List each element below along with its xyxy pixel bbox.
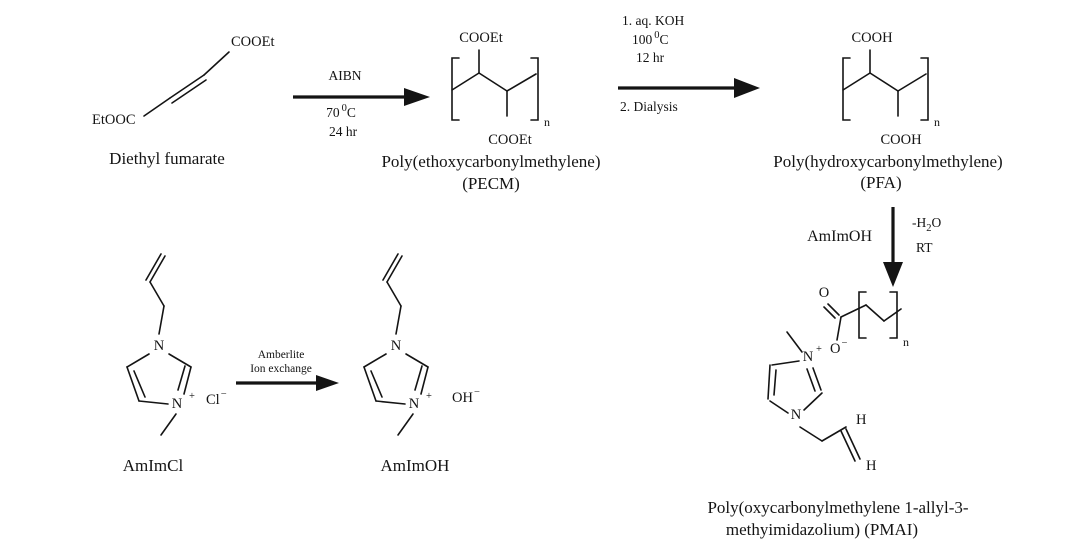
n1-atom: N [791,407,802,423]
n1-atom: N [154,338,165,354]
condition-time: 24 hr [329,124,358,139]
bonds [451,49,539,121]
cooh-bottom-label: COOH [880,132,922,148]
cooet-label: COOEt [231,34,275,50]
molecule-name: Poly(ethoxycarbonylmethylene) [381,152,600,171]
molecule-name: Diethyl fumarate [109,149,225,168]
molecule-name-line2: methyimidazolium) (PMAI) [726,520,918,539]
pmai-structure: O O− N + N H H n Poly(oxycarbonylmethyle… [707,285,968,539]
n3-atom: N [409,396,420,412]
arrow-head-icon [316,375,339,391]
vinyl-h-atom: H [856,412,867,428]
condition-line1: Amberlite [258,349,305,361]
molecule-name: Poly(hydroxycarbonylmethylene) [773,152,1002,171]
carboxylate-o-atom: O− [830,338,847,357]
condition-initiator: AIBN [329,68,362,83]
n3-atom: N [803,349,814,365]
arrow-head-icon [734,78,760,98]
terminal-h-atom: H [866,458,877,474]
bonds [842,49,929,121]
molecule-name-line1: Poly(oxycarbonylmethylene 1-allyl-3- [707,498,968,517]
arrow-head-icon [883,262,903,287]
repeat-subscript: n [903,335,909,349]
plus-charge: + [816,344,822,355]
plus-charge: + [426,391,432,402]
cooet-top-label: COOEt [459,30,503,46]
arrow-ion-exchange: Amberlite Ion exchange [236,349,339,391]
arrow-neutralization: AmImOH -H2O RT [807,207,942,287]
chloride-counterion: Cl− [206,389,227,408]
pfa-structure: COOH COOH n Poly(hydroxycarbonylmethylen… [773,30,1002,192]
plus-charge: + [189,391,195,402]
bonds [363,253,429,436]
repeat-subscript: n [934,115,940,129]
hydroxide-counterion: OH− [452,387,480,406]
cooh-top-label: COOH [851,30,893,46]
bonds [767,291,902,462]
bonds [126,253,192,436]
cooet-bottom-label: COOEt [488,132,532,148]
etooc-label: EtOOC [92,112,136,128]
pecm-structure: COOEt COOEt n Poly(ethoxycarbonylmethyle… [381,30,600,193]
condition-step1: 1. aq. KOH [622,13,684,28]
bonds [143,51,230,117]
amimcl-structure: N N + Cl− AmImCl [123,253,227,475]
molecule-abbr: (PFA) [860,173,901,192]
condition-time: 12 hr [636,50,665,65]
molecule-abbr: (PECM) [462,174,520,193]
carbonyl-o-atom: O [819,285,829,301]
reagent-label: AmImOH [807,228,872,245]
repeat-subscript: n [544,115,550,129]
arrow-head-icon [404,88,430,106]
condition-rt: RT [916,240,933,255]
diethyl-fumarate-structure: COOEt EtOOC Diethyl fumarate [92,34,275,168]
condition-step2: 2. Dialysis [620,99,678,114]
n1-atom: N [391,338,402,354]
n3-atom: N [172,396,183,412]
molecule-name: AmImCl [123,456,184,475]
byproduct-label: -H2O [912,215,942,234]
condition-line2: Ion exchange [250,363,312,375]
molecule-name: AmImOH [381,456,450,475]
amimoh-structure: N N + OH− AmImOH [363,253,480,475]
